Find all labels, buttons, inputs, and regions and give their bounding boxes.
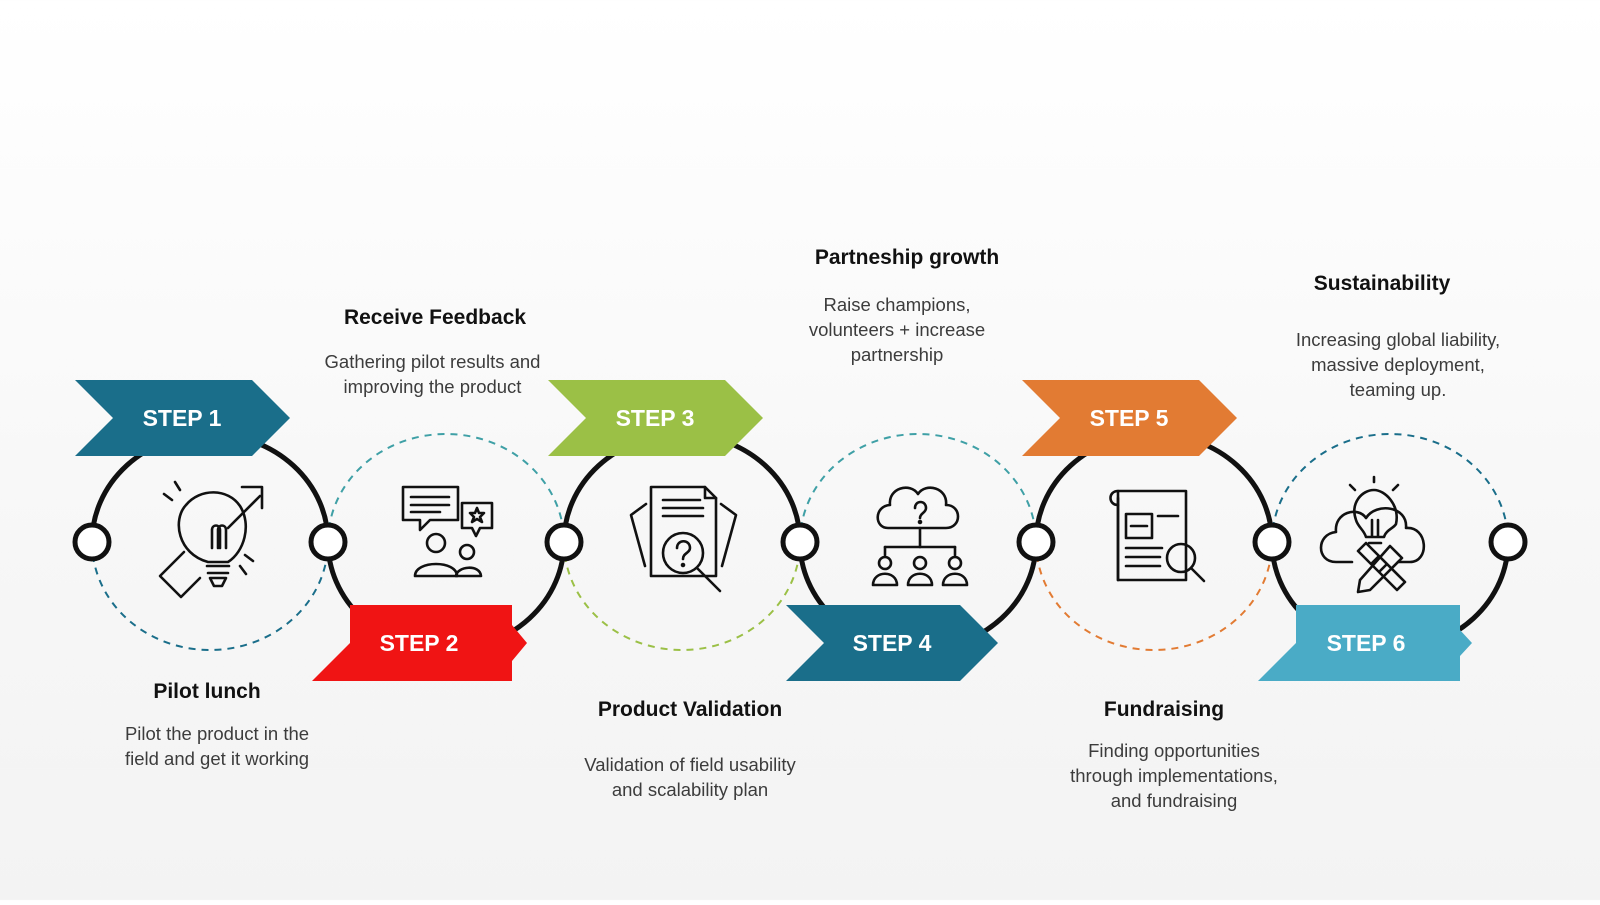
step1-title: Pilot lunch [153,680,261,703]
document-search-icon [629,485,738,593]
step2-description: Gathering pilot results and improving th… [295,349,570,399]
path-nodes [72,522,1528,562]
cloud-idea-tools-icon [1319,475,1426,594]
dashed-arc-step6 [1271,433,1509,543]
step6-title: Sustainability [1313,272,1451,295]
step6-desc-line: massive deployment, [1311,354,1485,375]
step6-desc-line: teaming up. [1349,379,1447,400]
step3-label: STEP 3 [616,405,695,431]
step3-description: Validation of field usability and scalab… [545,752,835,802]
feedback-chat-icon [401,485,494,578]
step1-text: Pilot lunch [97,680,317,704]
dashed-arc-step1 [91,541,329,651]
step2-label: STEP 2 [380,630,459,656]
step4-title: Partneship growth [814,246,1000,269]
node-4 [780,522,820,562]
step5-desc-line: Finding opportunities [1088,740,1260,761]
step3-banner [548,380,763,456]
step2-title: Receive Feedback [343,306,527,329]
node-2 [308,522,348,562]
step3-text: Product Validation [570,698,810,722]
node-7 [1488,522,1528,562]
step1-label: STEP 1 [143,405,222,431]
cloud-network-icon [871,486,969,587]
step4-desc-line: partnership [850,344,944,365]
step6-text: Sustainability [1262,272,1502,296]
step2-desc-line: improving the product [343,376,522,397]
dashed-arc-step4 [799,433,1037,543]
step5-banner [1022,380,1237,456]
lightbulb-growth-icon [158,480,264,599]
step2-text: Receive Feedback [315,306,555,330]
step4-description: Raise champions, volunteers + increase p… [767,292,1027,367]
step6-description: Increasing global liability, massive dep… [1253,327,1543,402]
step3-desc-line: Validation of field usability [584,754,796,775]
step6-label: STEP 6 [1327,630,1406,656]
dashed-arc-step3 [563,541,801,651]
step2-desc-line: Gathering pilot results and [324,351,541,372]
node-5 [1016,522,1056,562]
step1-desc-line: field and get it working [124,748,310,769]
step3-title: Product Validation [597,698,783,721]
node-1 [72,522,112,562]
dashed-arc-step5 [1035,541,1273,651]
step5-desc-line: and fundraising [1110,790,1238,811]
step4-label: STEP 4 [853,630,932,656]
newspaper-search-icon [1109,489,1206,583]
step4-text: Partneship growth [787,246,1027,270]
step1-desc-line: Pilot the product in the [124,723,310,744]
step4-banner [786,605,998,681]
dashed-arc-step2 [327,433,565,543]
step5-text: Fundraising [1044,698,1284,722]
node-3 [544,522,584,562]
step1-description: Pilot the product in the field and get i… [92,721,342,771]
step5-title: Fundraising [1103,698,1225,721]
step1-banner [75,380,290,456]
step6-banner [1258,605,1472,681]
step2-banner [312,605,527,681]
step4-desc-line: Raise champions, [823,294,971,315]
step5-description: Finding opportunities through implementa… [1029,738,1319,813]
step3-desc-line: and scalability plan [611,779,769,800]
step6-desc-line: Increasing global liability, [1295,329,1501,350]
node-6 [1252,522,1292,562]
step4-desc-line: volunteers + increase [808,319,986,340]
step5-label: STEP 5 [1090,405,1169,431]
step5-desc-line: through implementations, [1070,765,1278,786]
